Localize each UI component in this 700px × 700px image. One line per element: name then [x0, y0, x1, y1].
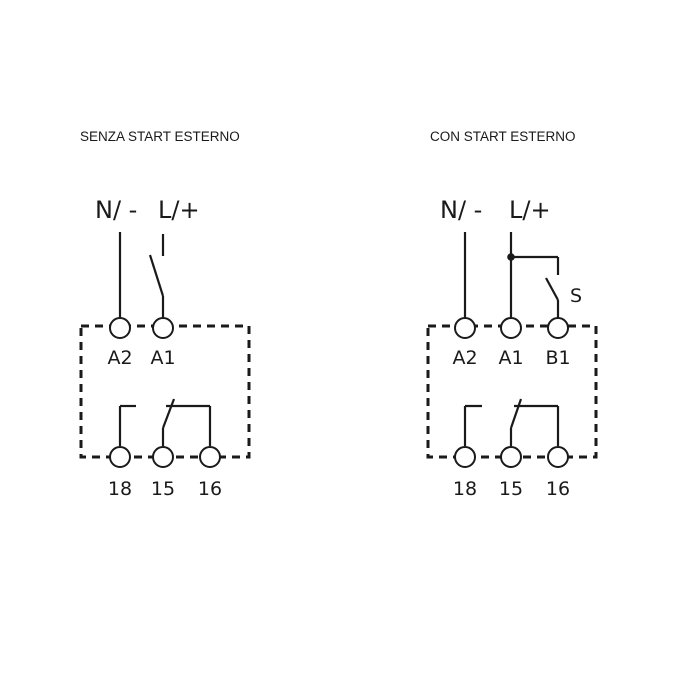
supply-line-label: L/+	[158, 196, 200, 224]
changeover-contact	[161, 398, 176, 429]
diagram-title: CON START ESTERNO	[430, 129, 576, 144]
terminal-a1	[152, 317, 174, 339]
terminal-18-label: 18	[108, 478, 132, 500]
terminal-15-label: 15	[499, 478, 523, 500]
terminal-16	[547, 446, 569, 468]
terminal-18-label: 18	[453, 478, 477, 500]
device-enclosure	[79, 324, 251, 459]
switch-label: S	[570, 285, 582, 307]
supply-switch	[148, 254, 165, 297]
terminal-a2	[454, 317, 476, 339]
supply-line-label: L/+	[509, 196, 551, 224]
terminal-16-label: 16	[546, 478, 570, 500]
supply-neutral-label: N/ -	[95, 196, 137, 224]
terminal-a2-label: A2	[452, 347, 477, 369]
terminal-b1	[547, 317, 569, 339]
terminal-15	[500, 446, 522, 468]
terminal-a2	[109, 317, 131, 339]
diagram-title: SENZA START ESTERNO	[80, 129, 240, 144]
terminal-a2-label: A2	[107, 347, 132, 369]
terminal-16	[199, 446, 221, 468]
terminal-a1-label: A1	[150, 347, 175, 369]
diagram-without-external-start: SENZA START ESTERNO N/ - L/+ A2 A1 18 15…	[79, 129, 251, 500]
supply-neutral-label: N/ -	[440, 196, 482, 224]
terminal-18	[109, 446, 131, 468]
terminal-16-label: 16	[198, 478, 222, 500]
external-start-switch	[545, 277, 559, 301]
terminal-15-label: 15	[151, 478, 175, 500]
diagram-with-external-start: CON START ESTERNO N/ - L/+ S A2 A1 B1 18	[426, 129, 598, 500]
terminal-b1-label: B1	[545, 347, 570, 369]
terminal-a1	[500, 317, 522, 339]
terminal-18	[454, 446, 476, 468]
terminal-a1-label: A1	[498, 347, 523, 369]
terminal-15	[152, 446, 174, 468]
changeover-contact	[509, 398, 523, 429]
